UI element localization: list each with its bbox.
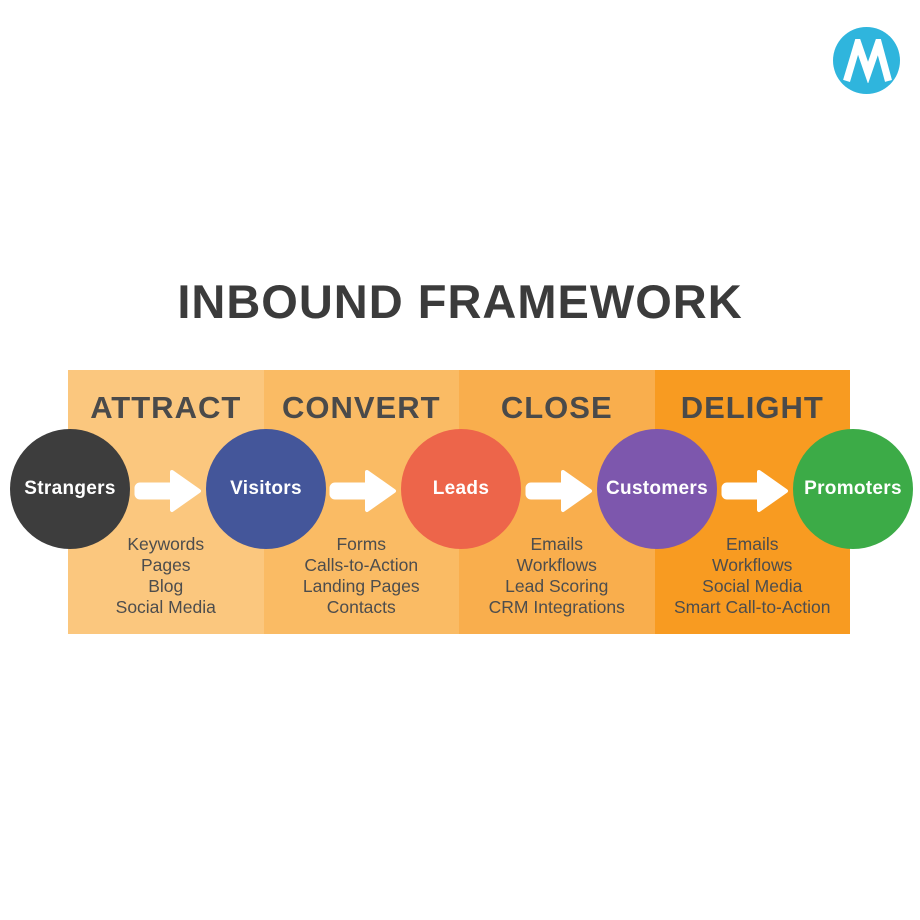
- brand-logo: [833, 27, 900, 94]
- list-item: Workflows: [516, 555, 597, 575]
- list-item: Smart Call-to-Action: [673, 597, 831, 617]
- stage-tactics-attract: Keywords Pages Blog Social Media: [68, 534, 264, 618]
- stage-panel-delight: DELIGHT Emails Workflows Social Media Sm…: [654, 370, 851, 634]
- list-item: Pages: [140, 555, 191, 575]
- stage-panel-close: CLOSE Emails Workflows Lead Scoring CRM …: [459, 370, 655, 634]
- stage-tactics-close: Emails Workflows Lead Scoring CRM Integr…: [459, 534, 655, 618]
- list-item: Emails: [725, 534, 779, 554]
- node-label: Strangers: [24, 478, 116, 499]
- node-visitors: Visitors: [206, 429, 326, 549]
- list-item: Forms: [336, 534, 387, 554]
- page-title: INBOUND FRAMEWORK: [177, 275, 743, 328]
- list-item: Keywords: [127, 534, 205, 554]
- stage-title-delight: DELIGHT: [680, 390, 824, 425]
- node-promoters: Promoters: [793, 429, 913, 549]
- stage-tactics-delight: Emails Workflows Social Media Smart Call…: [655, 534, 851, 618]
- node-label: Promoters: [804, 478, 902, 499]
- right-arrow-icon: [329, 468, 397, 514]
- m-monogram-icon: [842, 38, 892, 83]
- node-leads: Leads: [401, 429, 521, 549]
- list-item: Social Media: [115, 597, 216, 617]
- node-customers: Customers: [597, 429, 717, 549]
- right-arrow-icon: [525, 468, 593, 514]
- list-item: Social Media: [702, 576, 803, 596]
- list-item: Landing Pages: [302, 576, 420, 596]
- stage-title-convert: CONVERT: [281, 390, 441, 425]
- list-item: Contacts: [326, 597, 396, 617]
- node-label: Visitors: [230, 478, 302, 499]
- stage-tactics-convert: Forms Calls-to-Action Landing Pages Cont…: [264, 534, 460, 618]
- node-strangers: Strangers: [10, 429, 130, 549]
- list-item: Emails: [530, 534, 583, 554]
- node-label: Leads: [432, 478, 490, 499]
- stage-title-close: CLOSE: [500, 390, 613, 425]
- right-arrow-icon: [721, 468, 789, 514]
- list-item: Calls-to-Action: [304, 555, 419, 575]
- list-item: Blog: [148, 576, 184, 596]
- stage-title-attract: ATTRACT: [90, 390, 242, 425]
- node-label: Customers: [606, 478, 708, 499]
- list-item: Workflows: [712, 555, 793, 575]
- list-item: CRM Integrations: [488, 597, 625, 617]
- list-item: Lead Scoring: [505, 576, 609, 596]
- funnel-band: ATTRACT Keywords Pages Blog Social Media…: [68, 370, 850, 634]
- right-arrow-icon: [134, 468, 202, 514]
